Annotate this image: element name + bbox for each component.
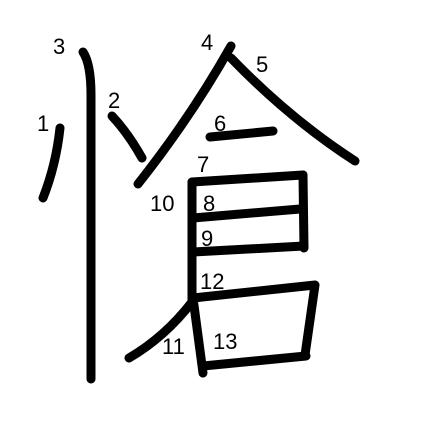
stroke-2 <box>107 111 147 163</box>
stroke-3 <box>78 47 96 384</box>
stroke-number-13: 13 <box>213 329 237 354</box>
stroke-number-6: 6 <box>214 111 226 136</box>
stroke-number-11: 11 <box>162 334 185 359</box>
stroke-12 <box>188 280 320 360</box>
stroke-5 <box>226 53 360 166</box>
stroke-number-3: 3 <box>53 34 65 59</box>
stroke-9 <box>188 204 305 223</box>
stroke-11 <box>188 293 208 378</box>
stroke-7 <box>187 170 308 187</box>
stroke-4 <box>133 41 236 189</box>
stroke-1 <box>38 123 65 203</box>
stroke-9b <box>188 241 309 257</box>
stroke-number-7: 7 <box>197 152 209 177</box>
stroke-13 <box>198 351 311 371</box>
stroke-6 <box>205 126 278 142</box>
stroke-number-4: 4 <box>201 30 213 55</box>
stroke-number-5: 5 <box>256 52 268 77</box>
stroke-number-10: 10 <box>150 191 174 216</box>
stroke-number-8: 8 <box>203 191 215 216</box>
stroke-number-2: 2 <box>108 88 120 113</box>
stroke-number-9: 9 <box>201 226 213 251</box>
stroke-number-1: 1 <box>37 111 49 136</box>
stroke-number-12: 12 <box>200 269 224 294</box>
